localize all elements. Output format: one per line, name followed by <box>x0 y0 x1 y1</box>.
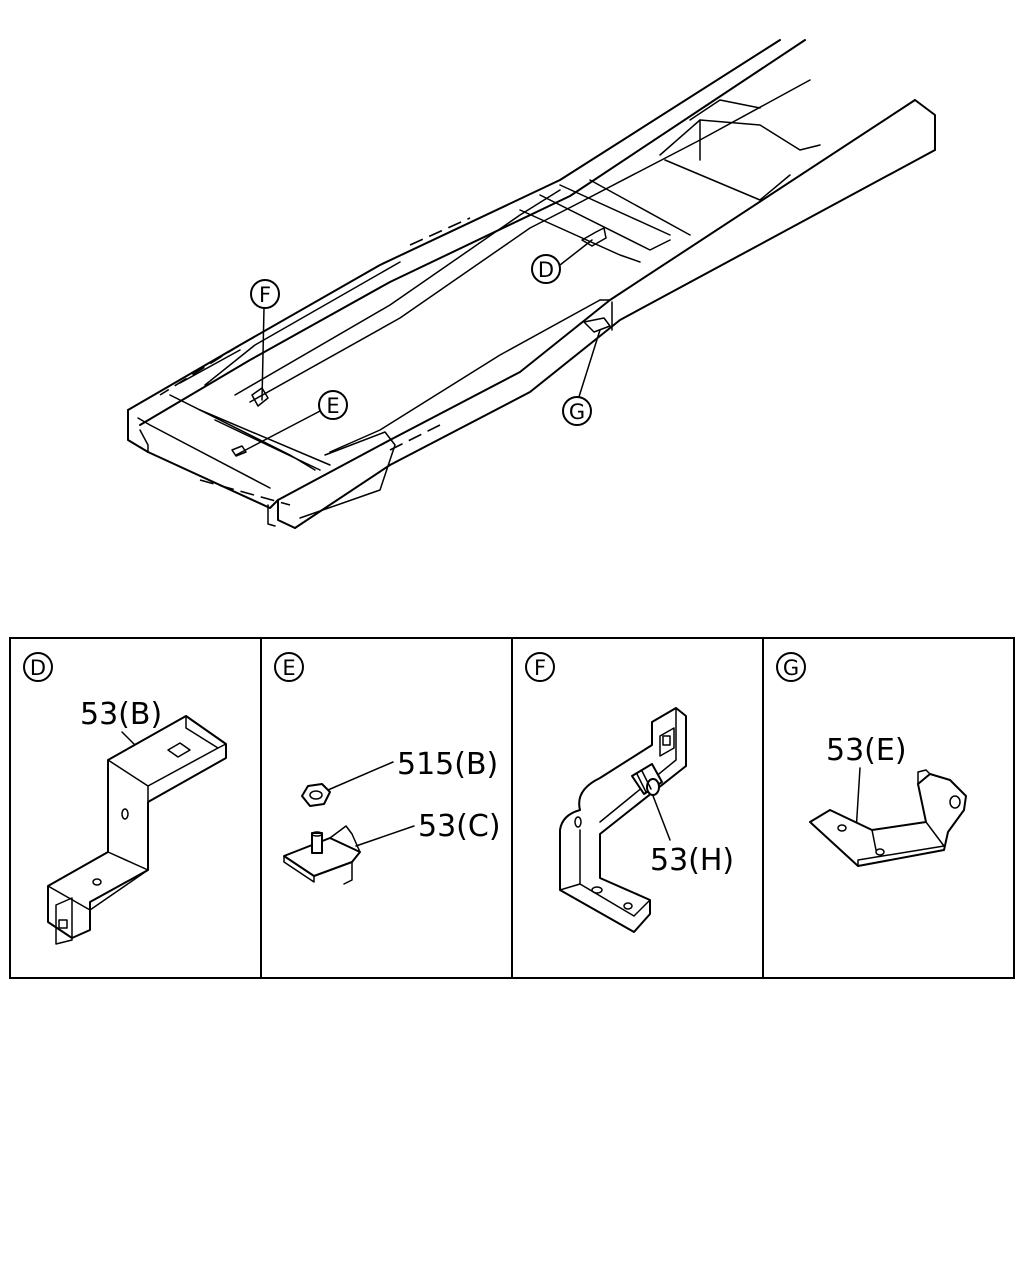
panel-g-label: G <box>776 652 806 682</box>
panel-f-label: F <box>525 652 555 682</box>
bracket-53h-drawing <box>559 707 687 933</box>
svg-text:G: G <box>783 656 799 680</box>
bracket-53b-drawing <box>47 715 227 945</box>
svg-text:E: E <box>326 394 339 418</box>
panel-d: D 53(B) <box>23 652 227 945</box>
svg-text:D: D <box>30 656 46 680</box>
part-label-53b: 53(B) <box>80 697 162 732</box>
panel-g: G 53(E) <box>776 652 967 867</box>
svg-text:F: F <box>259 283 271 307</box>
callout-g: G <box>562 396 592 426</box>
callout-f: F <box>250 279 280 309</box>
svg-text:D: D <box>538 258 554 282</box>
chassis-frame-drawing <box>127 39 936 529</box>
callout-d: D <box>531 254 561 284</box>
detail-panels <box>9 637 1015 979</box>
svg-text:F: F <box>534 656 546 680</box>
part-label-53c: 53(C) <box>418 809 501 844</box>
part-label-53e: 53(E) <box>826 733 907 768</box>
svg-text:G: G <box>569 400 585 424</box>
callout-e: E <box>318 390 348 420</box>
panel-d-label: D <box>23 652 53 682</box>
panel-e: E 515(B) 53(C) <box>274 652 501 885</box>
bracket-53e-drawing <box>809 769 967 867</box>
nut-515b-drawing <box>301 783 331 807</box>
bracket-53c-drawing <box>283 825 361 885</box>
panel-e-label: E <box>274 652 304 682</box>
panel-f: F 53(H) <box>525 652 734 933</box>
stud-53h-drawing <box>631 763 663 796</box>
svg-text:E: E <box>282 656 295 680</box>
part-label-515b: 515(B) <box>397 747 498 782</box>
part-label-53h: 53(H) <box>650 843 734 878</box>
